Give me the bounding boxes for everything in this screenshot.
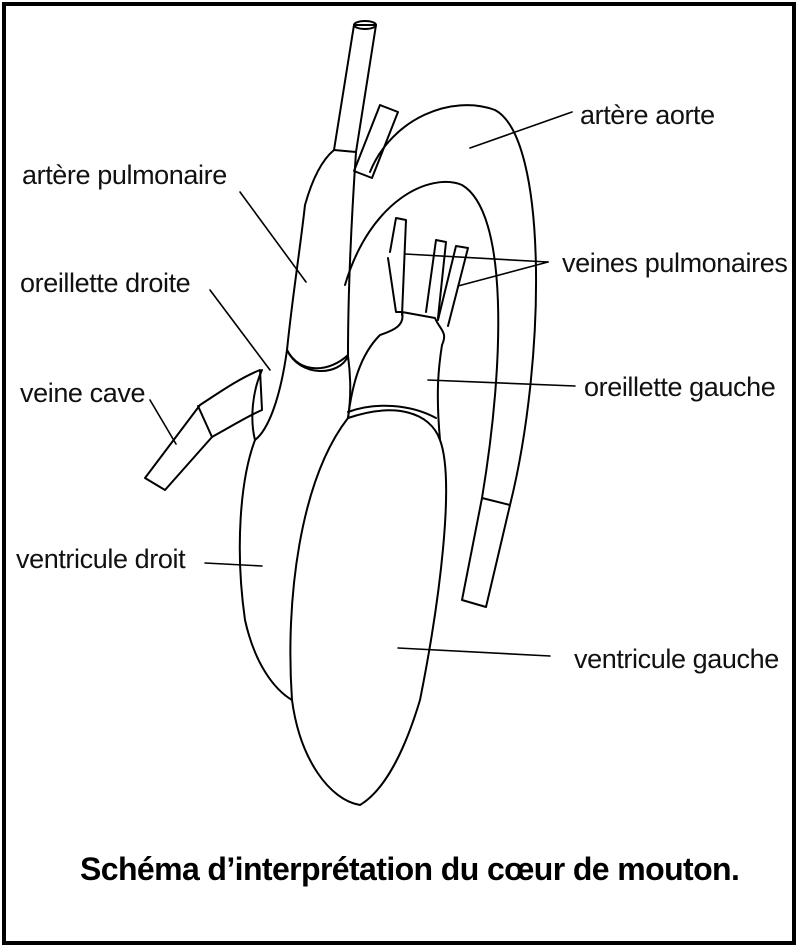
pulmonary-artery-trunk [287,150,356,368]
aorta-inner-curve [345,182,498,498]
pulmonary-vein-1 [390,218,406,315]
diagram-caption: Schéma d’interprétation du cœur de mouto… [80,851,739,887]
vena-cava [145,370,262,490]
label-ventricule-gauche: ventricule gauche [574,644,779,674]
label-artere-pulmonaire: artère pulmonaire [22,160,227,190]
leader-veine-cave [150,400,176,444]
right-atrium [252,350,287,440]
leader-artere-pulmonaire [240,192,306,282]
pulmonary-vein-2 [388,258,402,312]
leader-ventricule-gauche [398,648,550,656]
aorta-stub [354,105,398,178]
left-atrium-base [348,406,436,418]
vena-cava-band [198,406,212,437]
label-artere-aorte: artère aorte [580,100,715,130]
label-veine-cave: veine cave [20,378,145,408]
leader-veines-pulmonaires-b [458,262,548,286]
leader-veines-pulmonaires-a [405,254,548,262]
leader-oreillette-gauche [428,380,575,386]
label-oreillette-droite: oreillette droite [20,268,190,298]
pulmonary-vein-3 [426,240,446,318]
aorta-descending-tube [462,498,510,607]
label-oreillette-gauche: oreillette gauche [584,372,775,402]
right-ventricle [240,350,351,700]
label-ventricule-droit: ventricule droit [16,544,186,574]
leader-oreillette-droite [210,290,270,370]
leader-artere-aorte [470,112,572,148]
label-veines-pulmonaires: veines pulmonaires [562,248,787,278]
left-ventricle [290,410,446,805]
left-atrium [348,312,444,440]
leader-ventricule-droit [205,563,262,566]
